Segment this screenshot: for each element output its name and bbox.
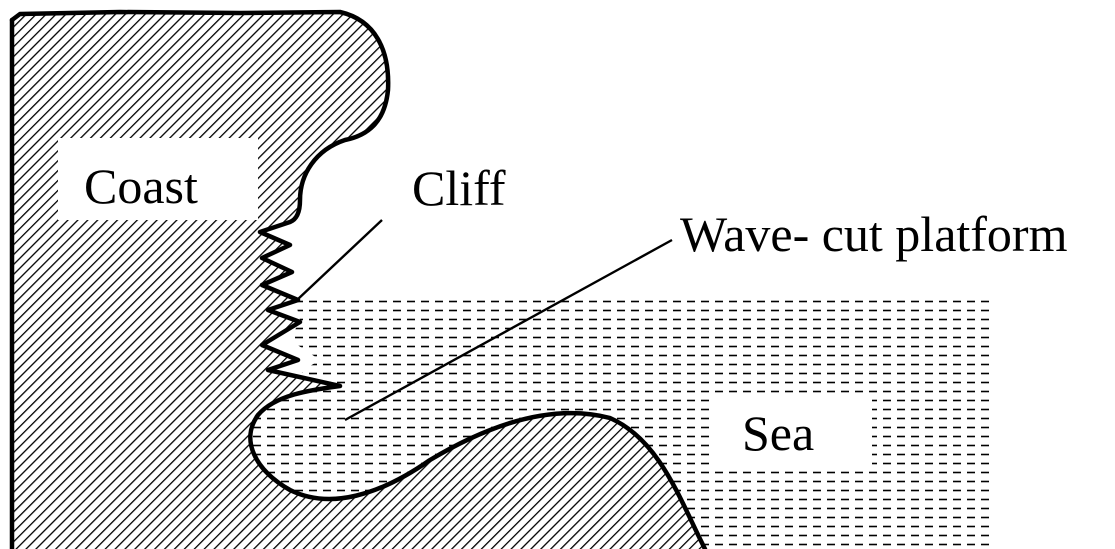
cliff-leader-line: [297, 220, 382, 300]
cliff-label: Cliff: [412, 160, 506, 216]
platform-label: Wave- cut platform: [680, 206, 1068, 262]
coast-label: Coast: [84, 158, 198, 214]
sea-label: Sea: [742, 405, 814, 461]
